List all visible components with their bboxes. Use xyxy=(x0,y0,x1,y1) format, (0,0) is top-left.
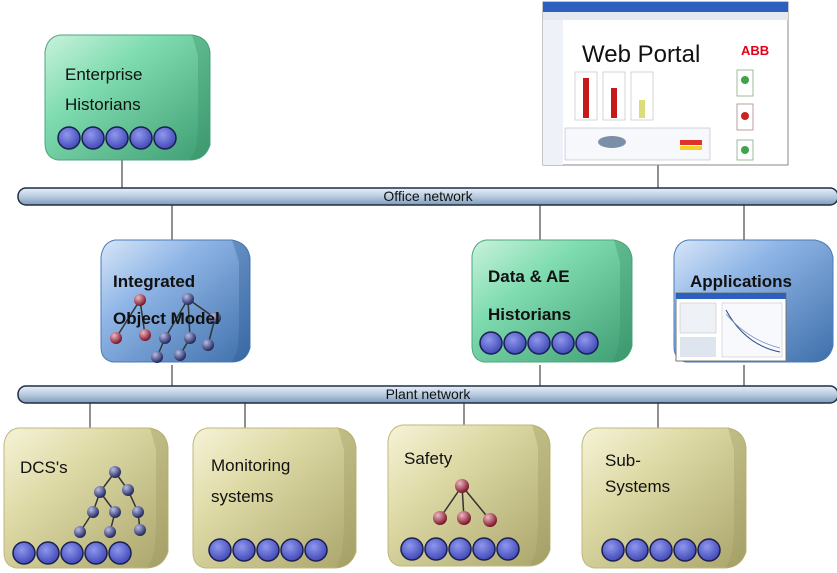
data-ae-historians-label-1: Data & AE xyxy=(488,267,570,286)
enterprise-historians-node: Enterprise Historians xyxy=(44,34,211,161)
web-portal-screenshot: Web Portal ABB xyxy=(542,1,789,166)
enterprise-historians-label-2: Historians xyxy=(65,95,141,114)
hierarchy-tree-icon xyxy=(74,466,146,538)
monitoring-systems-label-1: Monitoring xyxy=(211,456,290,475)
application-screenshot-icon xyxy=(675,292,787,362)
plant-network-label: Plant network xyxy=(386,386,472,402)
integrated-object-model-node: Integrated Object Model xyxy=(100,239,251,363)
applications-label: Applications xyxy=(690,272,792,291)
storage-disks-icon xyxy=(12,541,132,565)
web-portal-label: Web Portal xyxy=(582,41,700,68)
dcs-node: DCS's xyxy=(3,427,169,569)
enterprise-historians-label-1: Enterprise xyxy=(65,65,142,84)
office-network-label: Office network xyxy=(383,188,473,204)
object-tree-icon xyxy=(110,293,221,363)
data-ae-historians-node: Data & AE Historians xyxy=(471,239,633,363)
applications-node: Applications xyxy=(673,239,834,363)
storage-disks-icon xyxy=(479,331,599,355)
data-ae-historians-label-2: Historians xyxy=(488,305,571,324)
dcs-label: DCS's xyxy=(20,458,68,477)
hierarchy-tree-icon xyxy=(433,479,497,527)
plant-network-bus: Plant network xyxy=(17,385,837,404)
integrated-object-model-label-1: Integrated xyxy=(113,272,195,291)
storage-disks-icon xyxy=(601,538,721,562)
sub-systems-label-2: Systems xyxy=(605,477,670,496)
storage-disks-icon xyxy=(400,537,520,561)
plant-connectors xyxy=(89,365,745,428)
abb-logo: ABB xyxy=(741,43,769,58)
monitoring-systems-label-2: systems xyxy=(211,487,273,506)
integrated-object-model-label-2: Object Model xyxy=(113,309,220,328)
safety-label: Safety xyxy=(404,449,453,468)
storage-disks-icon xyxy=(57,126,177,150)
storage-disks-icon xyxy=(208,538,328,562)
office-network-bus: Office network xyxy=(17,187,837,206)
monitoring-systems-node: Monitoring systems xyxy=(192,427,357,569)
sub-systems-node: Sub- Systems xyxy=(581,427,747,569)
office-connectors xyxy=(121,160,745,240)
sub-systems-label-1: Sub- xyxy=(605,451,641,470)
safety-node: Safety xyxy=(387,424,551,567)
